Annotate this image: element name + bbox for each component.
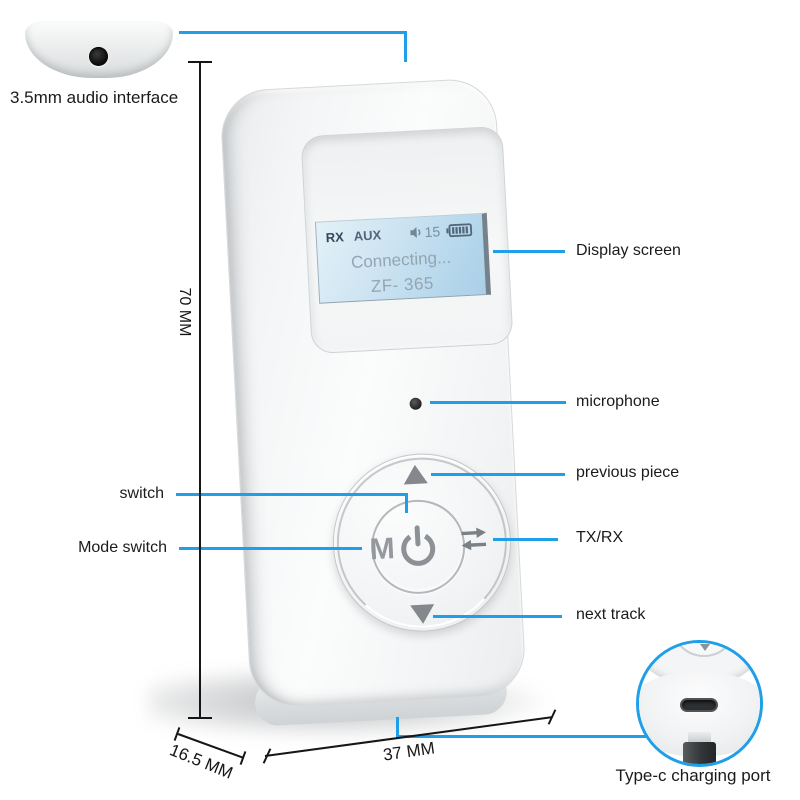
screen-source-indicator: AUX (353, 227, 382, 244)
screen-device-name: ZF- 365 (370, 273, 435, 296)
device-body: RX AUX 15 (219, 77, 527, 709)
screen-status-row: RX AUX 15 (316, 221, 483, 246)
depth-dimension-label: 16.5 MM (167, 740, 236, 783)
volume-level: 15 (424, 223, 441, 241)
volume-indicator: 15 (408, 223, 441, 241)
microphone-callout-line (430, 401, 566, 404)
up-triangle-icon (402, 464, 428, 485)
height-dimension-line (199, 62, 201, 718)
display-screen-label: Display screen (576, 242, 681, 259)
swap-arrows-icon (458, 525, 490, 558)
screen-status-text: Connecting... (350, 247, 452, 272)
typec-inset (636, 640, 763, 767)
mode-callout-line (179, 547, 362, 550)
audio-jack-hole (89, 47, 108, 66)
txrx-label: TX/RX (576, 529, 624, 546)
next-callout-line (433, 615, 562, 618)
switch-label: switch (119, 485, 164, 502)
typec-inset-down-triangle-icon (700, 644, 710, 651)
previous-callout-line (431, 473, 565, 476)
microphone-hole (409, 397, 422, 411)
display-callout-line (493, 250, 565, 253)
power-icon (394, 523, 443, 576)
type-c-plug-tip (688, 732, 711, 743)
txrx-callout-line (493, 538, 558, 541)
switch-callout-line-drop (405, 493, 408, 513)
display-bezel: RX AUX 15 (300, 125, 514, 355)
lcd-screen: RX AUX 15 (314, 212, 492, 304)
switch-callout-line (176, 493, 408, 496)
height-dimension-label: 70 MM (176, 287, 193, 337)
type-c-port (680, 698, 718, 712)
battery-icon (445, 223, 473, 243)
typec-callout-line-drop (396, 717, 399, 738)
control-pad: M (328, 449, 516, 637)
audio-callout-line (179, 31, 407, 34)
type-c-plug (683, 742, 716, 764)
depth-dimension-tick-2 (239, 751, 247, 765)
height-dimension-cap-top (188, 61, 212, 63)
audio-jack-label: 3.5mm audio interface (10, 88, 179, 107)
typec-label: Type-c charging port (615, 766, 771, 785)
height-dimension-cap-bottom (188, 717, 212, 719)
microphone-label: microphone (576, 393, 660, 410)
down-triangle-icon (410, 604, 436, 625)
width-dimension-label: 37 MM (381, 738, 436, 765)
previous-piece-label: previous piece (576, 464, 680, 481)
mode-switch-label: Mode switch (78, 539, 167, 556)
next-track-label: next track (576, 606, 646, 623)
audio-callout-line-drop (404, 31, 407, 62)
audio-jack-inset (25, 21, 173, 78)
typec-callout-line (396, 735, 648, 738)
speaker-icon (410, 227, 421, 238)
screen-mode-indicator: RX (325, 229, 345, 246)
